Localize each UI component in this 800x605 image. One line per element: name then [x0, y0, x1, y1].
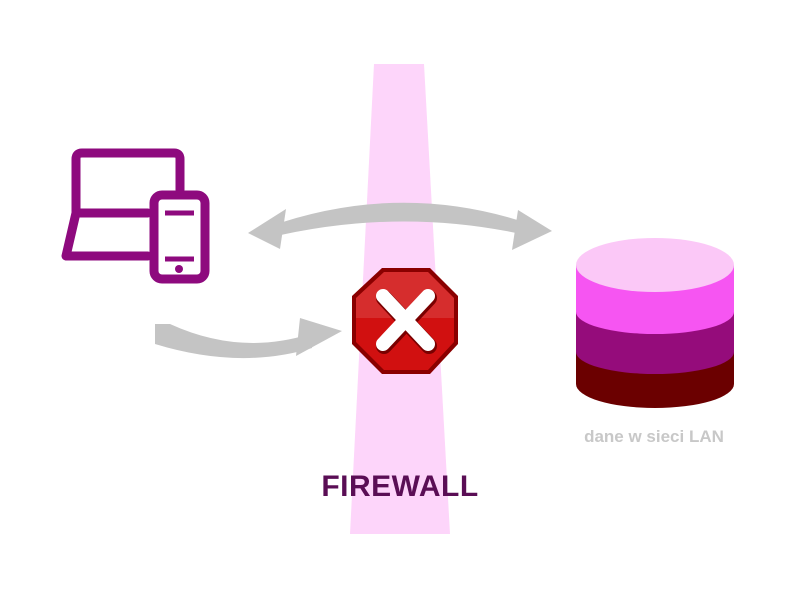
arrow-head-right: [512, 210, 552, 250]
stop-x-icon: [352, 268, 458, 374]
blocked-arrow-head: [296, 318, 342, 356]
laptop-and-phone-icon: [61, 148, 210, 284]
bidirectional-arrow: [248, 202, 552, 250]
blocked-arrow: [155, 318, 342, 359]
firewall-label: FIREWALL: [321, 470, 479, 503]
database-label: dane w sieci LAN: [584, 427, 724, 446]
database-icon: [576, 238, 734, 408]
arrow-head-left: [248, 209, 286, 249]
